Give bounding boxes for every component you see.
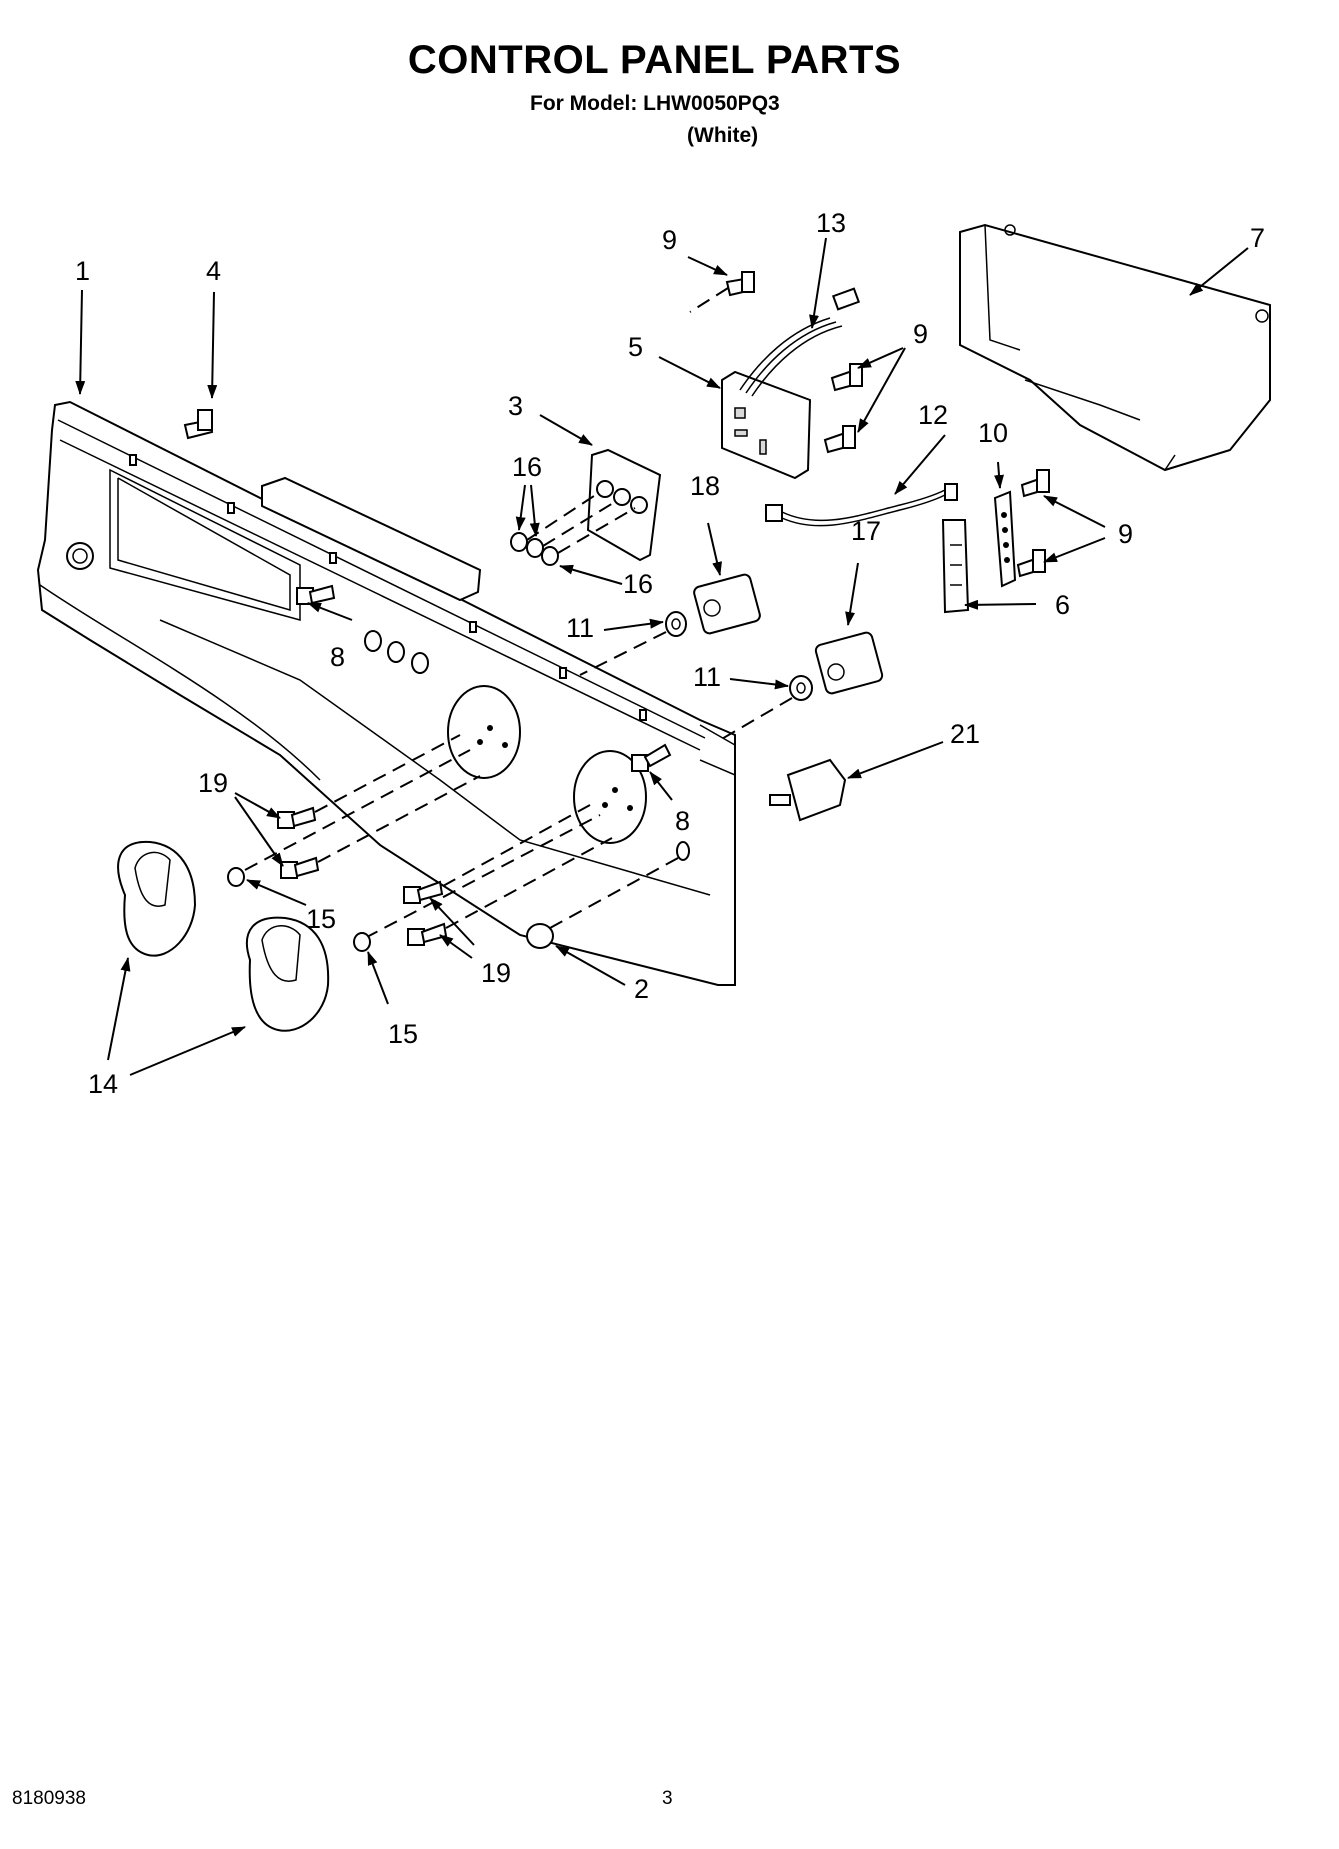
callout-5: 5 — [628, 332, 643, 362]
callout-2: 2 — [634, 974, 649, 1004]
screw-9-right-b — [1016, 549, 1046, 578]
callout-1: 1 — [75, 256, 90, 286]
model-line: For Model: LHW0050PQ3 — [530, 92, 780, 115]
callout-16: 16 — [512, 452, 542, 482]
callout-18: 18 — [690, 471, 720, 501]
knob-14-right — [245, 916, 330, 1032]
screws-19-left — [277, 734, 481, 879]
callout-9: 9 — [1118, 519, 1133, 549]
callout-15: 15 — [388, 1019, 418, 1049]
dashed-rods-15 — [244, 749, 601, 939]
page-number: 3 — [662, 1788, 673, 1809]
callout-7: 7 — [1250, 223, 1265, 253]
screw-9-right-a — [1020, 469, 1050, 498]
plug-2 — [526, 857, 679, 949]
screw-9-mid-b — [823, 425, 856, 454]
callout-8: 8 — [675, 806, 690, 836]
button-bezel — [586, 448, 662, 562]
screw-8-right — [631, 743, 672, 772]
selector-switch-18 — [693, 573, 761, 635]
callout-19: 19 — [198, 768, 228, 798]
control-board — [721, 287, 861, 480]
callout-16: 16 — [623, 569, 653, 599]
callout-10: 10 — [978, 418, 1008, 448]
push-buttons — [510, 491, 636, 566]
callout-3: 3 — [508, 391, 523, 421]
selector-switch-17 — [814, 631, 884, 695]
connector-21 — [769, 758, 847, 822]
switch-bracket-6 — [941, 519, 970, 614]
callout-6: 6 — [1055, 590, 1070, 620]
page-title: CONTROL PANEL PARTS — [407, 38, 902, 82]
callout-21: 21 — [950, 719, 980, 749]
callout-12: 12 — [918, 400, 948, 430]
led-board-10 — [993, 490, 1017, 588]
leader-lines — [75, 237, 1249, 1076]
callout-labels: 1 4 9 13 7 5 9 12 3 10 16 18 17 9 16 11 … — [75, 208, 1265, 1099]
callout-9: 9 — [662, 225, 677, 255]
control-panel-console — [36, 400, 736, 986]
shaft-15-left — [227, 867, 245, 887]
callout-17: 17 — [851, 516, 881, 546]
callout-19: 19 — [481, 958, 511, 988]
bushing-11-upper — [579, 611, 687, 676]
callout-13: 13 — [816, 208, 846, 238]
callout-15: 15 — [306, 904, 336, 934]
callout-14: 14 — [88, 1069, 118, 1099]
color-line: (White) — [687, 124, 759, 147]
callout-9: 9 — [913, 319, 928, 349]
callout-4: 4 — [206, 256, 221, 286]
screw-8-left — [296, 584, 336, 605]
document-number: 8180938 — [12, 1788, 86, 1809]
shaft-15-right — [353, 932, 371, 952]
screw-4 — [183, 409, 214, 440]
screw-9-top — [689, 271, 755, 313]
wire-harness — [765, 483, 958, 527]
callout-11: 11 — [566, 613, 594, 643]
screw-9-mid-a — [830, 363, 863, 392]
bushing-11-lower — [719, 675, 813, 741]
knob-14-left — [117, 840, 197, 957]
callout-8: 8 — [330, 642, 345, 672]
callout-11: 11 — [693, 662, 721, 692]
